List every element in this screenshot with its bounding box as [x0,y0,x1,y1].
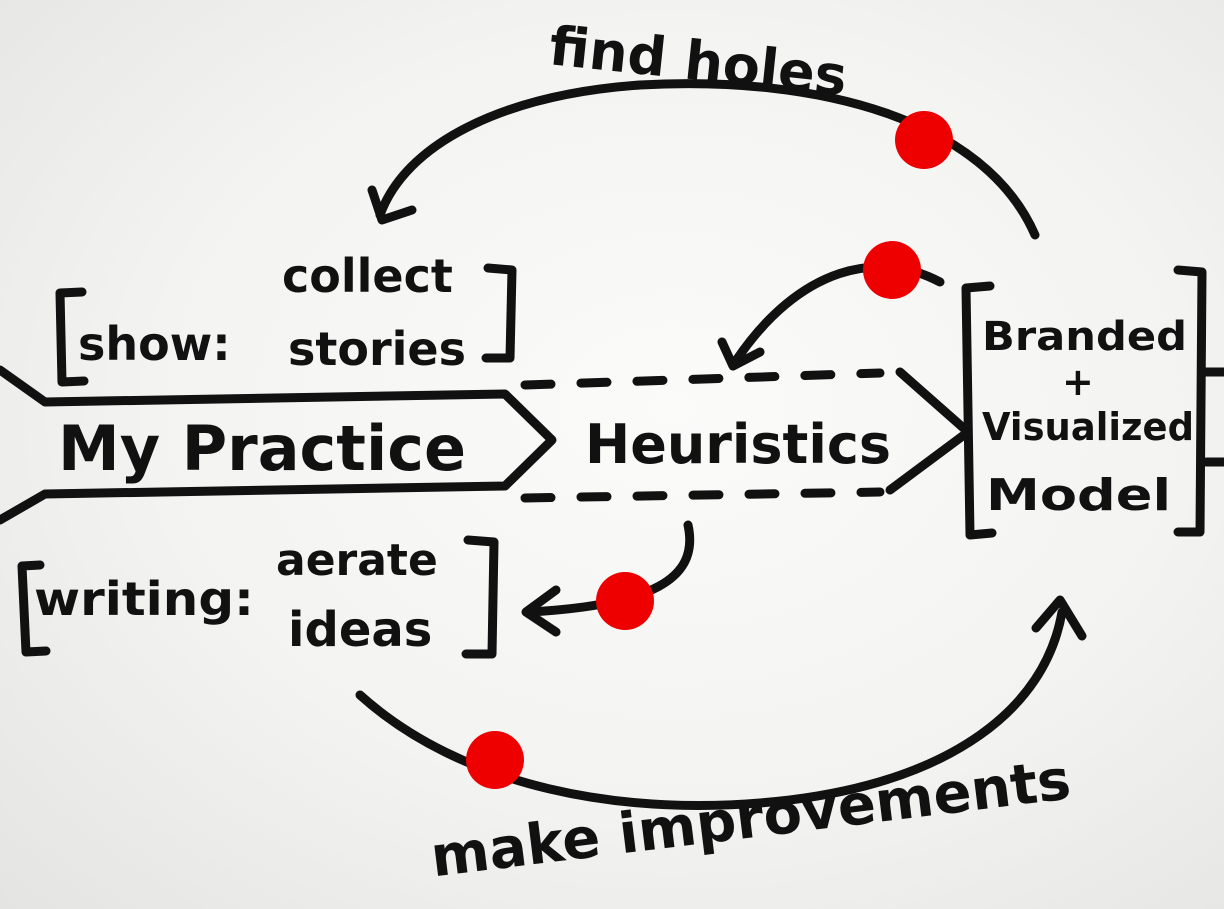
writing-bracket-right [461,535,499,659]
marker-dot-find-holes [895,111,953,169]
stories-label: stories [288,322,466,376]
writing-label: writing: [34,572,254,626]
find-holes-arrowhead [367,185,417,225]
make-improvements-arrowhead [1031,595,1087,641]
model-bracket-left [961,281,997,540]
collect-label: collect [282,249,453,303]
show-bracket-right [481,263,517,363]
aerate-arrowhead [521,585,561,637]
aerate-arc [525,520,695,617]
marker-dot-make-improvements [466,731,524,789]
aerate-label: aerate [276,535,438,586]
my-practice-arrow-shape [0,365,557,525]
show-bracket-left [55,287,89,387]
find-holes-arc [375,79,1040,240]
heuristics-dash-top [520,368,885,390]
visualized-label: Visualized [982,405,1194,449]
marker-dot-feedback [863,241,921,299]
heuristics-label: Heuristics [585,413,891,476]
marker-dot-aerate [596,572,654,630]
my-practice-label: My Practice [58,412,466,485]
heuristics-arrowhead [885,367,973,495]
heuristics-dash-bottom [520,487,885,503]
model-label: Model [986,470,1171,521]
model-bracket-right [1173,265,1207,537]
ideas-label: ideas [288,602,432,658]
make-improvements-label: make improvements [427,747,1074,890]
plus-label: + [1062,360,1094,404]
feedback-arrowhead [717,337,765,371]
branded-label: Branded [982,314,1187,360]
writing-bracket-left [17,560,51,657]
show-label: show: [78,317,231,371]
